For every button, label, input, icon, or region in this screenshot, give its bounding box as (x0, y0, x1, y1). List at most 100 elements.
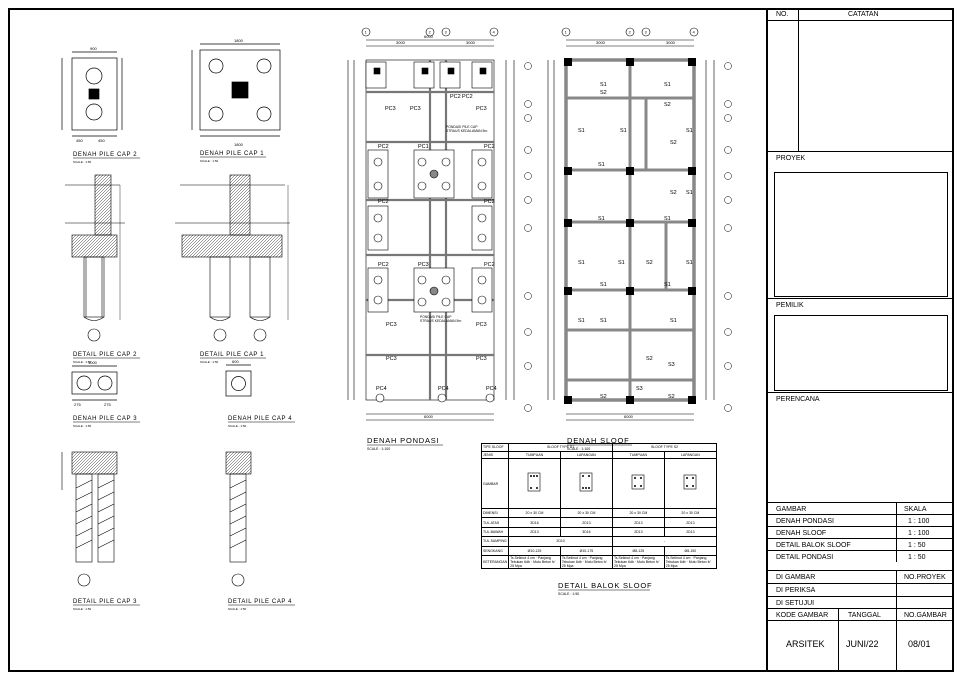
label-pc3-a: PC3 (385, 106, 396, 112)
proyek-box (774, 172, 948, 297)
label-s1-d: S1 (620, 128, 627, 134)
title-denah-pile-cap-3: DENAH PILE CAP 3 (73, 416, 137, 422)
notes-header: NO. CATATAN (768, 8, 954, 20)
scale-denah-pondasi: SCALE : 1:100 (367, 447, 390, 451)
detail-pile-cap-3 (61, 451, 118, 587)
denah-pile-cap-2 (61, 51, 123, 137)
label-s2-a: S2 (600, 90, 607, 96)
dim-450-b: 450 (98, 138, 105, 143)
label-s1-h: S1 (598, 216, 605, 222)
detail-pile-cap-4 (225, 451, 252, 587)
label-pc2-d: PC2 (484, 144, 495, 150)
notes-no-label: NO. (776, 11, 789, 18)
proyek-label: PROYEK (776, 155, 806, 162)
sched-dim-2: 20 x 30 CM (559, 507, 614, 519)
sched-bawah-4: 2D13 (663, 526, 718, 538)
sched-atas-1: 3D16 (508, 517, 561, 528)
pondasi-labels: PC3 PC3 PC3 PC2 PC2 PC2 PC1 PC2 PC2 PC2 … (376, 94, 497, 392)
sched-bawah-3: 2D13 (612, 526, 665, 538)
sched-bawah-2: 3D16 (559, 526, 614, 538)
title-detail-pile-cap-1: DETAIL PILE CAP 1 (200, 352, 264, 358)
perencana-section: PERENCANA (768, 392, 954, 403)
title-denah-pondasi: DENAH PONDASI (367, 436, 440, 445)
sloof-dim-6000: 6000 (624, 414, 634, 419)
pondasi-pile-caps (365, 61, 495, 403)
bottom-divider-left (838, 608, 839, 672)
label-s3-a: S3 (668, 362, 675, 368)
sched-seng-1: Ø10-125 (508, 545, 561, 557)
sched-dimensi: DIMENSI (480, 507, 510, 519)
skala-label: SKALA (904, 506, 927, 513)
title-denah-pile-cap-2: DENAH PILE CAP 2 (73, 152, 137, 158)
drawing-row-4: DETAIL PONDASI 1 : 50 (768, 550, 954, 561)
dim-900-a: 900 (90, 46, 97, 51)
arsitek-value: ARSITEK (786, 639, 825, 649)
dim-1000-a: 1000 (88, 360, 98, 365)
label-pc3-b: PC3 (410, 106, 421, 112)
grid-col-3: 3 (445, 30, 448, 35)
scale-detail-pc3: SCALE : 1:50 (73, 607, 92, 611)
dim-1800-b: 1800 (234, 142, 244, 147)
drawing-row-3: DETAIL BALOK SLOOF 1 : 50 (768, 538, 954, 549)
sched-samping-1: 2D10 (508, 536, 614, 547)
sched-dim-3: 20 x 30 CM (612, 507, 665, 519)
sched-type-s2: SLOOF TYPE S2 (612, 443, 717, 452)
scale-detail-pc4: SCALE : 1:50 (228, 607, 247, 611)
sched-section-2 (559, 458, 614, 509)
sched-keterangan: KETERANGAN (480, 555, 510, 569)
drawing-4-scale: 1 : 50 (908, 554, 926, 561)
label-s1-p: S1 (600, 318, 607, 324)
pondasi-row-bubbles (524, 62, 532, 412)
sloof-labels: S1 S2 S1 S2 S1 S1 S1 S2 S1 S2 S1 S1 S1 S… (578, 82, 693, 400)
sloof-col-1: 1 (565, 30, 568, 35)
scale-denah-pc1: SCALE : 1:50 (200, 159, 219, 163)
sched-seng-4: Ø8-150 (663, 545, 718, 557)
label-pc4-c: PC4 (486, 386, 497, 392)
sched-sengkang: SENGKANG (480, 545, 510, 557)
sched-lapangan-2: LAPANGAN (663, 450, 718, 459)
di-periksa-label: DI PERIKSA (776, 587, 816, 594)
label-pc2-b: PC2 (462, 94, 473, 100)
label-s2-e: S2 (646, 260, 653, 266)
label-pc1-a: PC1 (418, 144, 429, 150)
label-s2-b: S2 (664, 102, 671, 108)
kode-gambar-row: KODE GAMBAR TANGGAL NO.GAMBAR (768, 608, 954, 619)
sched-tul-atas: TUL.ATAS (480, 517, 510, 528)
scale-denah-pc3: SCALE : 1:50 (73, 424, 92, 428)
note-pondasi-b: PONDASI PILE CAP (420, 315, 452, 319)
note-strauss-b: STRAUS KEDALAMAN 5m (420, 319, 461, 323)
label-s2-h: S2 (668, 394, 675, 400)
sched-tul-samping: TUL.SAMPING (480, 536, 510, 547)
dim-6000-a: 6000 (424, 34, 434, 39)
detail-pile-cap-1 (175, 174, 290, 342)
label-pc4-a: PC4 (376, 386, 387, 392)
grid-col-2: 2 (429, 30, 432, 35)
denah-pile-cap-1 (191, 43, 281, 137)
gambar-divider (896, 502, 897, 562)
label-s1-k: S1 (618, 260, 625, 266)
label-s1-m: S1 (600, 282, 607, 288)
title-denah-pile-cap-1: DENAH PILE CAP 1 (200, 151, 264, 157)
sched-ket-2: Ts.Selimut 4 cm · Panjang Tekukan 6db · … (559, 555, 614, 569)
sched-samping-2: - (612, 536, 717, 547)
perencana-label: PERENCANA (776, 396, 820, 403)
dim-1800-a: 1800 (234, 38, 244, 43)
drawing-4-name: DETAIL PONDASI (776, 554, 834, 561)
pemilik-section: PEMILIK (768, 298, 954, 309)
di-gambar-label: DI GAMBAR (776, 574, 816, 581)
label-s1-c: S1 (578, 128, 585, 134)
title-detail-balok-sloof: DETAIL BALOK SLOOF (558, 581, 652, 590)
scale-detail-pc2: SCALE : 1:50 (73, 360, 92, 364)
tanggal-label: TANGGAL (848, 612, 881, 619)
sloof-col-3: 3 (645, 30, 648, 35)
no-gambar-label: NO.GAMBAR (904, 612, 947, 619)
label-pc2-f: PC2 (484, 199, 495, 205)
label-s2-c: S2 (670, 140, 677, 146)
notes-divider (798, 8, 799, 151)
title-denah-sloof: DENAH SLOOF (567, 436, 630, 445)
pemilik-label: PEMILIK (776, 302, 804, 309)
title-detail-pile-cap-2: DETAIL PILE CAP 2 (73, 352, 137, 358)
notes-catatan-label: CATATAN (848, 11, 879, 18)
drawing-3-scale: 1 : 50 (908, 542, 926, 549)
dim-450-a: 450 (76, 138, 83, 143)
